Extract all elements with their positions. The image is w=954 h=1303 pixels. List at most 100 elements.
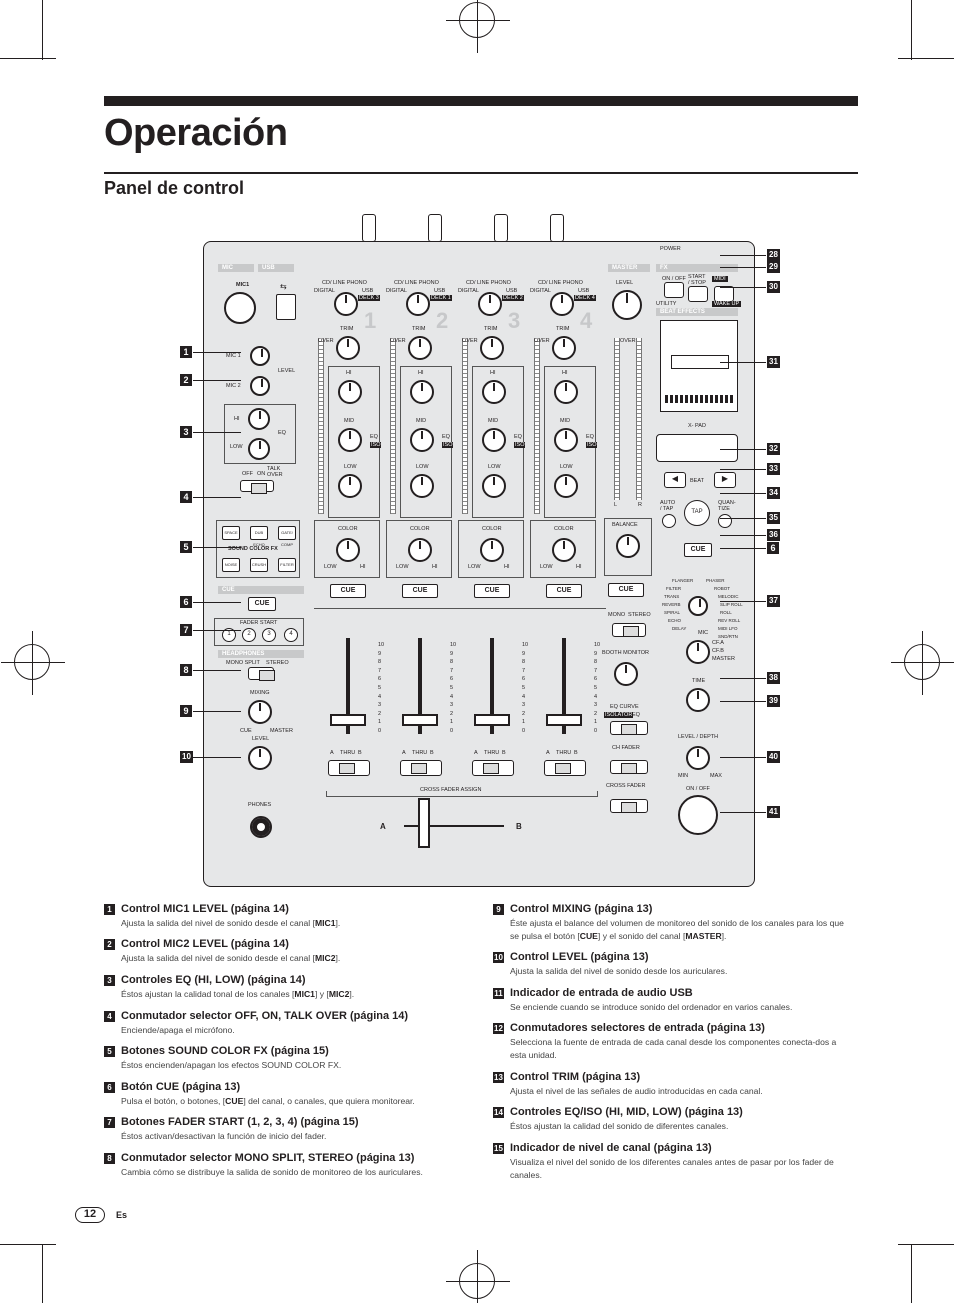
channel-cue-button[interactable]: CUE: [474, 584, 510, 598]
fx-crush-button[interactable]: CRUSH: [250, 558, 268, 572]
cross-fader-assign-switch[interactable]: [328, 760, 370, 776]
phones-jack[interactable]: [250, 816, 272, 838]
mic-low-knob[interactable]: [248, 438, 270, 460]
fader-scale-tick: 8: [594, 659, 598, 666]
mic2-level-knob[interactable]: [250, 376, 270, 396]
channel-cue-button[interactable]: CUE: [546, 584, 582, 598]
effect-label: ECHO: [668, 618, 682, 623]
channel-hi-knob[interactable]: [554, 380, 578, 404]
beat-right-button[interactable]: ▶: [714, 472, 736, 488]
beat-effects-bar: BEAT EFFECTS: [656, 308, 738, 316]
effect-label: SPIRAL: [664, 610, 681, 615]
trim-knob[interactable]: [336, 336, 360, 360]
channel-mid-knob[interactable]: [554, 428, 578, 452]
channel-usb-label: USB: [578, 288, 590, 294]
channel-fader[interactable]: [330, 714, 366, 726]
fx-channel-selector-knob[interactable]: [686, 640, 710, 664]
channel-hi-knob[interactable]: [410, 380, 434, 404]
eq-curve-switch[interactable]: [610, 721, 648, 735]
color-knob[interactable]: [408, 538, 432, 562]
trim-knob[interactable]: [408, 336, 432, 360]
channel-low-knob[interactable]: [554, 474, 578, 498]
mixing-knob[interactable]: [248, 700, 272, 724]
effect-selector-knob[interactable]: [688, 596, 708, 616]
channel-hi-knob[interactable]: [482, 380, 506, 404]
cross-fader-assign-switch[interactable]: [400, 760, 442, 776]
level-depth-knob[interactable]: [686, 746, 710, 770]
cross-fader-curve-switch[interactable]: [610, 799, 648, 813]
callout-leader: [720, 255, 766, 256]
input-selector-knob[interactable]: [478, 292, 502, 316]
time-knob[interactable]: [686, 688, 710, 712]
description-text: Pulsa el botón, o botones, [CUE] del can…: [121, 1096, 415, 1106]
balance-knob[interactable]: [616, 534, 640, 558]
fx-space-button[interactable]: SPACE: [222, 526, 240, 540]
channel-hi-knob[interactable]: [338, 380, 362, 404]
channel-cue-button[interactable]: CUE: [402, 584, 438, 598]
description-title: Indicador de entrada de audio USB: [510, 987, 693, 999]
cross-fader-assign-switch[interactable]: [544, 760, 586, 776]
color-knob[interactable]: [480, 538, 504, 562]
booth-monitor-knob[interactable]: [614, 662, 638, 686]
description-title: Control LEVEL (página 13): [510, 951, 649, 963]
color-label: COLOR: [482, 526, 502, 532]
tap-button[interactable]: TAP: [684, 500, 710, 526]
channel-cue-button[interactable]: CUE: [330, 584, 366, 598]
channel-fader[interactable]: [546, 714, 582, 726]
channel-mid-knob[interactable]: [410, 428, 434, 452]
assign-a-label: A: [402, 750, 406, 756]
channel-fader[interactable]: [402, 714, 438, 726]
mic-cue-button[interactable]: CUE: [248, 597, 276, 611]
usb-port[interactable]: [276, 294, 296, 320]
channel-low-knob[interactable]: [482, 474, 506, 498]
beat-left-button[interactable]: ◀: [664, 472, 686, 488]
channel-low-knob[interactable]: [410, 474, 434, 498]
midi-button[interactable]: [714, 286, 734, 302]
fader-start-4-button[interactable]: 4: [284, 628, 298, 642]
channel-fader[interactable]: [474, 714, 510, 726]
color-knob[interactable]: [552, 538, 576, 562]
x-pad[interactable]: [656, 434, 738, 462]
master-cue-button[interactable]: CUE: [608, 583, 644, 597]
mono-split-stereo-switch[interactable]: [248, 667, 275, 681]
quantize-button[interactable]: [718, 514, 732, 528]
fx-noise-button[interactable]: NOISE: [222, 558, 240, 572]
channel-mid-knob[interactable]: [338, 428, 362, 452]
fx-gate-comp-button[interactable]: GATE/ COMP: [278, 526, 296, 547]
channel-mid-knob[interactable]: [482, 428, 506, 452]
fx-filter-button[interactable]: FILTER: [278, 558, 296, 572]
ch-fader-curve-switch[interactable]: [610, 760, 648, 774]
auto-tap-button[interactable]: [662, 514, 676, 528]
trim-knob[interactable]: [480, 336, 504, 360]
input-selector-knob[interactable]: [550, 292, 574, 316]
description-number: 12: [493, 1022, 504, 1034]
phones-level-knob[interactable]: [248, 746, 272, 770]
mic-hi-knob[interactable]: [248, 408, 270, 430]
mic1-xlr-jack[interactable]: [224, 292, 256, 324]
input-selector-knob[interactable]: [334, 292, 358, 316]
color-knob[interactable]: [336, 538, 360, 562]
registration-mark: [446, 0, 510, 53]
fader-scale-tick: 5: [594, 685, 598, 691]
input-selector-knob[interactable]: [406, 292, 430, 316]
fader-start-1-button[interactable]: 1: [222, 628, 236, 642]
talk-over-switch[interactable]: [240, 480, 274, 494]
fx-on-off-button[interactable]: [664, 282, 684, 298]
mic1-level-knob[interactable]: [250, 346, 270, 366]
trim-knob[interactable]: [552, 336, 576, 360]
fx-dub-echo-button[interactable]: DUB ECHO: [250, 526, 268, 547]
crossfader-handle[interactable]: [418, 798, 430, 848]
fx-cfa-label: CF.A: [712, 640, 724, 646]
fx-on-off-big-button[interactable]: [678, 795, 718, 835]
fader-start-3-button[interactable]: 3: [262, 628, 276, 642]
start-stop-button[interactable]: [688, 286, 708, 302]
fader-start-2-button[interactable]: 2: [242, 628, 256, 642]
channel-low-knob[interactable]: [338, 474, 362, 498]
fx-cue-button[interactable]: CUE: [684, 543, 712, 557]
master-level-knob[interactable]: [612, 290, 642, 320]
cross-fader-assign-switch[interactable]: [472, 760, 514, 776]
mic2-level-label: MIC 2: [226, 383, 241, 389]
master-mono-stereo-switch[interactable]: [612, 623, 646, 637]
